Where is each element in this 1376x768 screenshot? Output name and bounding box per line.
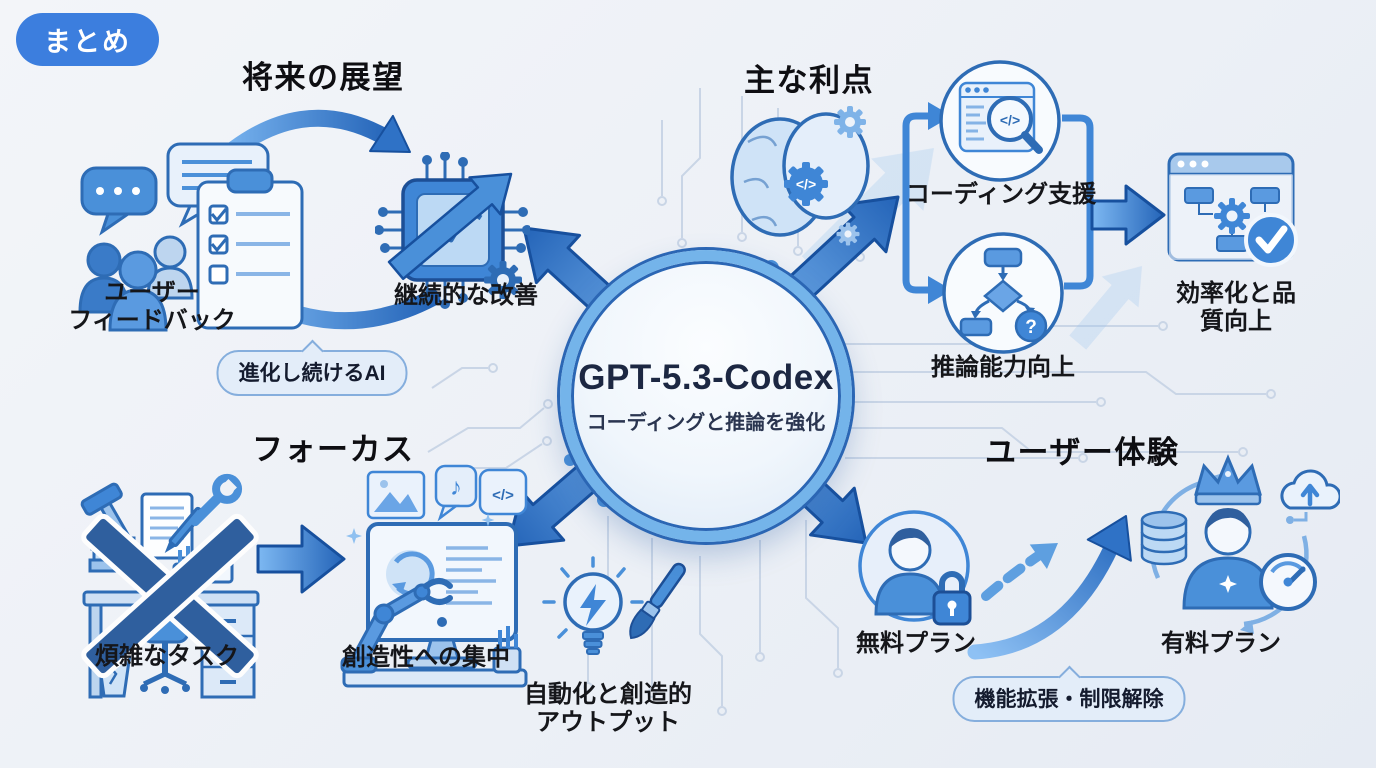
padlock-icon	[932, 571, 972, 626]
crown-icon	[1194, 454, 1262, 506]
hub-subtitle: コーディングと推論を強化	[586, 411, 826, 434]
check-badge-icon	[1244, 213, 1298, 267]
bulb-brush-icon	[542, 556, 686, 655]
wrench-icon	[189, 473, 243, 527]
cluttered-desk-icon	[80, 473, 260, 699]
central-hub: GPT-5.3-Codex コーディングと推論を強化	[560, 250, 852, 542]
brain-gears-icon: </>	[730, 106, 870, 246]
benefits-connectors	[902, 102, 1166, 304]
label-improvement: 継続的な改善	[394, 282, 538, 309]
gear-icon	[1214, 198, 1250, 234]
question-badge-icon: ?	[1014, 309, 1048, 343]
focus-arrow	[256, 524, 346, 594]
people-group-icon	[78, 235, 194, 332]
free-plan-user-icon	[858, 510, 972, 626]
gear-icon	[484, 261, 522, 299]
cloud-upload-icon	[1280, 469, 1340, 524]
robot-monitor-icon: ♪ </>	[340, 464, 528, 688]
coding-support-icon: </>	[939, 60, 1061, 182]
sparkle-icon	[1219, 575, 1237, 593]
label-tasks: 煩雑なタスク	[95, 643, 239, 670]
label-free-plan: 無料プラン	[856, 630, 976, 657]
chip-improvement-icon	[375, 152, 530, 309]
svg-text:</>: </>	[796, 176, 816, 192]
user-feedback-icon	[78, 142, 304, 332]
heading-focus: フォーカス	[252, 432, 415, 467]
hub-title: GPT-5.3-Codex	[578, 357, 834, 397]
clipboard-icon	[196, 168, 304, 330]
bolt-icon	[580, 584, 606, 626]
paid-plan-user-icon	[1140, 454, 1340, 634]
label-paid-plan: 有料プラン	[1161, 630, 1281, 657]
heading-future: 将来の展望	[242, 60, 405, 95]
speedometer-icon	[1259, 553, 1317, 611]
label-user-feedback: ユーザー フィードバック	[68, 279, 236, 334]
heading-benefits: 主な利点	[744, 63, 874, 98]
code-gear-icon: </>	[784, 162, 828, 206]
magnifier-icon: </>	[987, 96, 1043, 154]
gear-icon	[834, 106, 866, 138]
media-card-icons: ♪ </>	[366, 464, 528, 522]
experience-growth-arrows	[967, 515, 1132, 660]
svg-text:?: ?	[1025, 317, 1037, 338]
callout-feature-expansion: 機能拡張・制限解除	[952, 676, 1186, 722]
label-efficiency: 効率化と品質向上	[1176, 280, 1296, 335]
database-icon	[1140, 510, 1188, 566]
callout-evolving-ai: 進化し続けるAI	[216, 350, 408, 396]
gear-icon	[836, 222, 860, 246]
reasoning-flowchart-icon: ?	[942, 232, 1064, 354]
summary-badge: まとめ	[16, 13, 159, 66]
svg-text:♪: ♪	[450, 474, 462, 501]
svg-text:</>: </>	[1000, 112, 1020, 128]
trend-arrow-icon	[387, 172, 513, 281]
label-output: 自動化と創造的 アウトプット	[524, 681, 692, 736]
robot-arm-icon	[340, 578, 453, 674]
svg-text:</>: </>	[492, 487, 514, 504]
efficiency-check-icon	[1167, 152, 1298, 267]
sparkle-icon	[346, 513, 495, 544]
heading-experience: ユーザー体験	[985, 435, 1180, 470]
speech-bubble-dots-icon	[80, 166, 158, 236]
label-reasoning: 推論能力向上	[931, 354, 1075, 381]
label-creativity: 創造性への集中	[342, 644, 510, 671]
label-coding-support: コーディング支援	[905, 181, 1097, 208]
paintbrush-icon	[629, 562, 686, 640]
x-mark-icon	[81, 513, 259, 679]
